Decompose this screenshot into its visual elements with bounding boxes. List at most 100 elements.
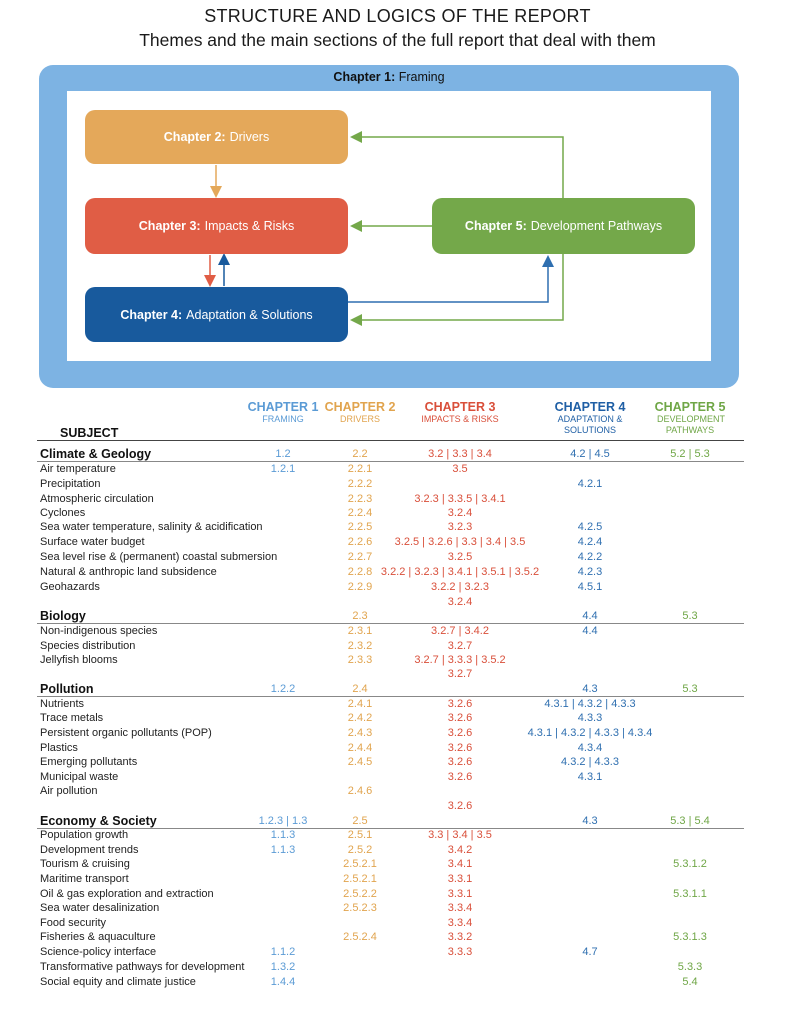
chapter-2-box-bold: Chapter 2:	[163, 130, 226, 144]
cell-chapter-3: 3.2.7 | 3.4.2	[431, 625, 489, 637]
cell-chapter-3: 3.3.1	[447, 873, 473, 885]
cell-chapter-2: 2.4.5	[347, 756, 373, 768]
header-divider	[37, 440, 744, 441]
cell-chapter-5: 5.4	[682, 976, 698, 988]
cell-chapter-2: 2.5.2	[347, 844, 373, 856]
cell-chapter-2: 2.4.3	[347, 727, 373, 739]
cell-chapter-2: 2.4	[352, 683, 368, 695]
cell-chapter-4: 4.2.5	[577, 521, 603, 533]
cell-chapter-2: 2.5.2.2	[343, 888, 377, 900]
section-label: Climate & Geology	[40, 447, 152, 461]
cell-chapter-3: 3.2.6	[447, 698, 473, 710]
cell-chapter-2: 2.2.4	[347, 507, 373, 519]
table-row: Surface water budget 2.2.6 3.2.5 | 3.2.6 |…	[0, 535, 795, 549]
cell-chapter-3: 3.2.4	[447, 596, 473, 608]
table-row: Air pollution 2.4.6	[0, 784, 795, 798]
cell-chapter-2: 2.2.5	[347, 521, 373, 533]
cell-chapter-3: 3.2.5 | 3.2.6 | 3.3 | 3.4 | 3.5	[394, 536, 526, 548]
section-divider	[37, 461, 744, 462]
section-divider	[37, 828, 744, 829]
cell-chapter-4: 4.4	[582, 625, 598, 637]
section-label: Biology	[40, 609, 86, 623]
chapter-5-box: Chapter 5: Development Pathways	[432, 198, 695, 254]
chapter-3-box-text: Impacts & Risks	[204, 219, 295, 233]
subject-label: Air pollution	[40, 785, 98, 797]
cell-chapter-1: 1.3.2	[270, 961, 296, 973]
chapter-3-box-bold: Chapter 3:	[138, 219, 201, 233]
col-head-chapter-3-sub: IMPACTS & RISKS	[421, 414, 499, 424]
subject-label: Surface water budget	[40, 536, 145, 548]
section-divider	[37, 696, 744, 697]
table-row: Cyclones 2.2.4 3.2.4	[0, 506, 795, 520]
subject-label: Population growth	[40, 829, 129, 841]
chapter-1-label-text: Framing	[398, 70, 445, 84]
cell-chapter-4: 4.3.2 | 4.3.3	[561, 756, 619, 768]
cell-chapter-2: 2.2.3	[347, 493, 373, 505]
subject-label: Maritime transport	[40, 873, 129, 885]
cell-chapter-3: 3.2.6	[447, 712, 473, 724]
cell-chapter-2: 2.2	[352, 448, 368, 460]
cell-chapter-5: 5.3	[682, 610, 698, 622]
cell-chapter-5: 5.2 | 5.3	[670, 448, 710, 460]
chapter-2-box-text: Drivers	[229, 130, 270, 144]
cell-chapter-3: 3.2.6	[447, 756, 473, 768]
cell-chapter-2: 2.4.6	[347, 785, 373, 797]
col-head-chapter-1-name: CHAPTER 1	[247, 400, 319, 414]
subject-label: Emerging pollutants	[40, 756, 138, 768]
cell-chapter-4: 4.3.4	[577, 742, 603, 754]
subject-label: Fisheries & aquaculture	[40, 931, 156, 943]
table-row: Sea water temperature, salinity & acidif…	[0, 520, 795, 534]
col-head-chapter-4: CHAPTER 4 ADAPTATION & SOLUTIONS	[545, 401, 635, 436]
cell-chapter-1: 1.1.3	[270, 829, 296, 841]
cell-chapter-4: 4.3	[582, 815, 598, 827]
cell-chapter-2: 2.3.2	[347, 640, 373, 652]
subject-label: Cyclones	[40, 507, 86, 519]
cell-chapter-3: 3.3.4	[447, 902, 473, 914]
col-head-chapter-1-sub: FRAMING	[262, 414, 304, 424]
cell-chapter-2: 2.5.2.4	[343, 931, 377, 943]
chapter-1-label: Chapter 1: Framing	[39, 70, 739, 84]
col-head-chapter-5-name: CHAPTER 5	[654, 400, 726, 414]
cell-chapter-5: 5.3	[682, 683, 698, 695]
cell-chapter-2: 2.2.7	[347, 551, 373, 563]
subject-label: Air temperature	[40, 463, 116, 475]
cell-chapter-5: 5.3 | 5.4	[670, 815, 710, 827]
cell-chapter-3: 3.2.4	[447, 507, 473, 519]
cell-chapter-3: 3.3.2	[447, 931, 473, 943]
cell-chapter-2: 2.5.2.1	[343, 873, 377, 885]
subject-label: Trace metals	[40, 712, 104, 724]
section-label: Pollution	[40, 682, 94, 696]
subject-label: Jellyfish blooms	[40, 654, 118, 666]
cell-chapter-4: 4.2 | 4.5	[570, 448, 610, 460]
cell-chapter-2: 2.4.2	[347, 712, 373, 724]
cell-chapter-2: 2.4.1	[347, 698, 373, 710]
cell-chapter-3: 3.4.2	[447, 844, 473, 856]
subject-label: Atmospheric circulation	[40, 493, 154, 505]
cell-chapter-3: 3.2.5	[447, 551, 473, 563]
cell-chapter-2: 2.2.6	[347, 536, 373, 548]
cell-chapter-2: 2.3.1	[347, 625, 373, 637]
cell-chapter-4: 4.2.2	[577, 551, 603, 563]
cell-chapter-2: 2.3	[352, 610, 368, 622]
cell-chapter-3: 3.2.7	[447, 668, 473, 680]
table-row: Emerging pollutants 2.4.5 3.2.6 4.3.2 | 4.3…	[0, 755, 795, 769]
cell-chapter-2: 2.5.1	[347, 829, 373, 841]
table-row: 3.2.4	[0, 595, 795, 609]
chapter-1-label-bold: Chapter 1:	[333, 70, 396, 84]
col-head-chapter-3: CHAPTER 3 IMPACTS & RISKS	[410, 401, 510, 425]
cell-chapter-1: 1.1.3	[270, 844, 296, 856]
